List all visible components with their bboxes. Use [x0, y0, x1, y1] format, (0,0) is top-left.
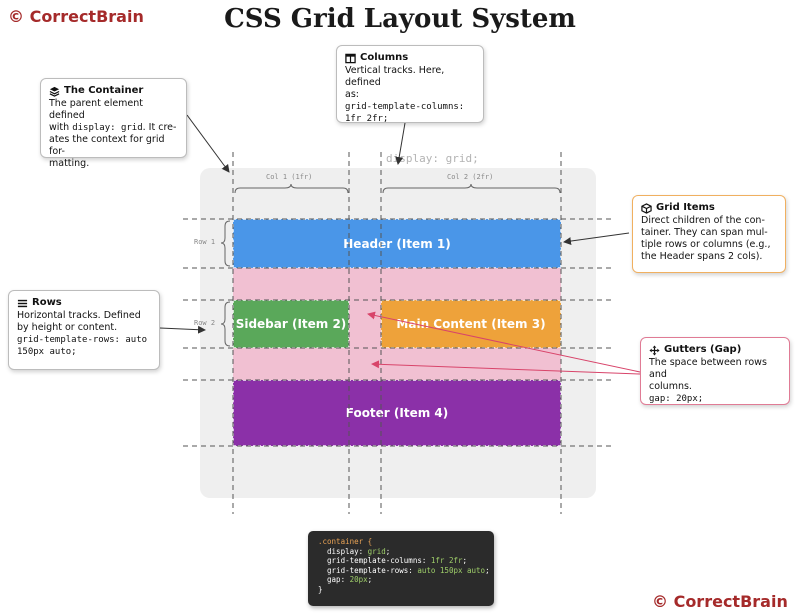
callout-rows-code2: 150px auto; [17, 347, 77, 357]
row2-brace [220, 301, 231, 347]
callout-gutters-heading: Gutters (Gap) [649, 344, 781, 356]
col2-label: Col 2 (2fr) [447, 173, 494, 181]
callout-columns-title: Columns [360, 52, 409, 63]
columns-icon [345, 53, 356, 63]
watermark-bottom-right: © CorrectBrain [652, 592, 788, 611]
callout-columns-heading: Columns [345, 52, 475, 64]
callout-container: The Container The parent element defined… [40, 78, 187, 169]
callout-columns-code2: 1fr 2fr; [345, 114, 389, 124]
page-title: CSS Grid Layout System [224, 4, 576, 34]
callout-grid-items-title: Grid Items [656, 202, 715, 213]
code-line-rows: grid-template-rows: auto 150px auto; [318, 565, 490, 575]
code-line-display: display: grid; [318, 546, 391, 556]
callout-grid-items-line1: Direct children of the con- [641, 215, 765, 226]
code-close-brace: } [318, 584, 323, 594]
row1-label: Row 1 [194, 238, 216, 246]
callout-container-line3: ates the context for grid for- [49, 134, 165, 157]
callout-gutters-line1: The space between rows and [649, 357, 767, 380]
column-gap [349, 300, 381, 348]
callout-rows-code1: grid-template-rows: auto [17, 335, 148, 345]
code-line-columns: grid-template-columns: 1fr 2fr; [318, 556, 468, 565]
grid-items-arrow [563, 232, 630, 246]
row1-brace [220, 220, 231, 267]
code-line-gap: gap: 20px; [318, 575, 373, 584]
col2-brace [382, 183, 561, 194]
columns-arrow [395, 122, 406, 165]
watermark-top-left: © CorrectBrain [8, 7, 144, 26]
css-code-block: .container { display: grid; grid-templat… [308, 531, 494, 606]
callout-columns-line2: as: [345, 89, 359, 100]
callout-rows-line2: by height or content. [17, 322, 118, 333]
callout-container-heading: The Container [49, 85, 178, 97]
container-arrow [186, 114, 230, 173]
display-grid-label: display: grid; [386, 152, 479, 165]
code-selector: .container { [318, 537, 373, 546]
col1-brace [234, 183, 349, 194]
move-arrows-icon [649, 344, 660, 356]
callout-gutters-title: Gutters (Gap) [664, 344, 742, 355]
callout-columns-line1: Vertical tracks. Here, defined [345, 65, 445, 88]
col1-label: Col 1 (1fr) [266, 173, 313, 181]
gutter-arrow-column [367, 311, 641, 373]
callout-grid-items: Grid Items Direct children of the con- t… [632, 195, 786, 273]
callout-columns-code1: grid-template-columns: [345, 102, 465, 112]
callout-grid-items-heading: Grid Items [641, 202, 777, 214]
callout-rows-title: Rows [32, 297, 62, 308]
rows-arrow [159, 325, 206, 334]
row-gap-2 [233, 348, 561, 380]
footer-item: Footer (Item 4) [233, 380, 561, 446]
callout-grid-items-line4: the Header spans 2 cols). [641, 251, 763, 262]
callout-container-line2: with display: grid. It cre- [49, 122, 177, 133]
header-item: Header (Item 1) [233, 219, 561, 268]
callout-rows-line1: Horizontal tracks. Defined [17, 310, 141, 321]
callout-container-line1: The parent element defined [49, 98, 144, 121]
callout-container-title: The Container [64, 85, 144, 96]
callout-grid-items-line2: tainer. They can span mul- [641, 227, 768, 238]
callout-grid-items-line3: tiple rows or columns (e.g., [641, 239, 771, 250]
callout-gutters: Gutters (Gap) The space between rows and… [640, 337, 790, 405]
callout-columns: Columns Vertical tracks. Here, defined a… [336, 45, 484, 124]
gutter-arrow-row [371, 360, 641, 375]
callout-rows: Rows Horizontal tracks. Defined by heigh… [8, 290, 160, 370]
callout-gutters-code1: gap: 20px; [649, 394, 704, 404]
bars-icon [17, 299, 28, 307]
cube-icon [641, 202, 652, 214]
callout-rows-heading: Rows [17, 297, 151, 309]
layers-icon [49, 86, 60, 97]
callout-container-line4: matting. [49, 158, 90, 169]
sidebar-item: Sidebar (Item 2) [233, 300, 349, 348]
row-gap-1 [233, 268, 561, 300]
callout-gutters-line2: columns. [649, 381, 692, 392]
row2-label: Row 2 [194, 319, 216, 327]
